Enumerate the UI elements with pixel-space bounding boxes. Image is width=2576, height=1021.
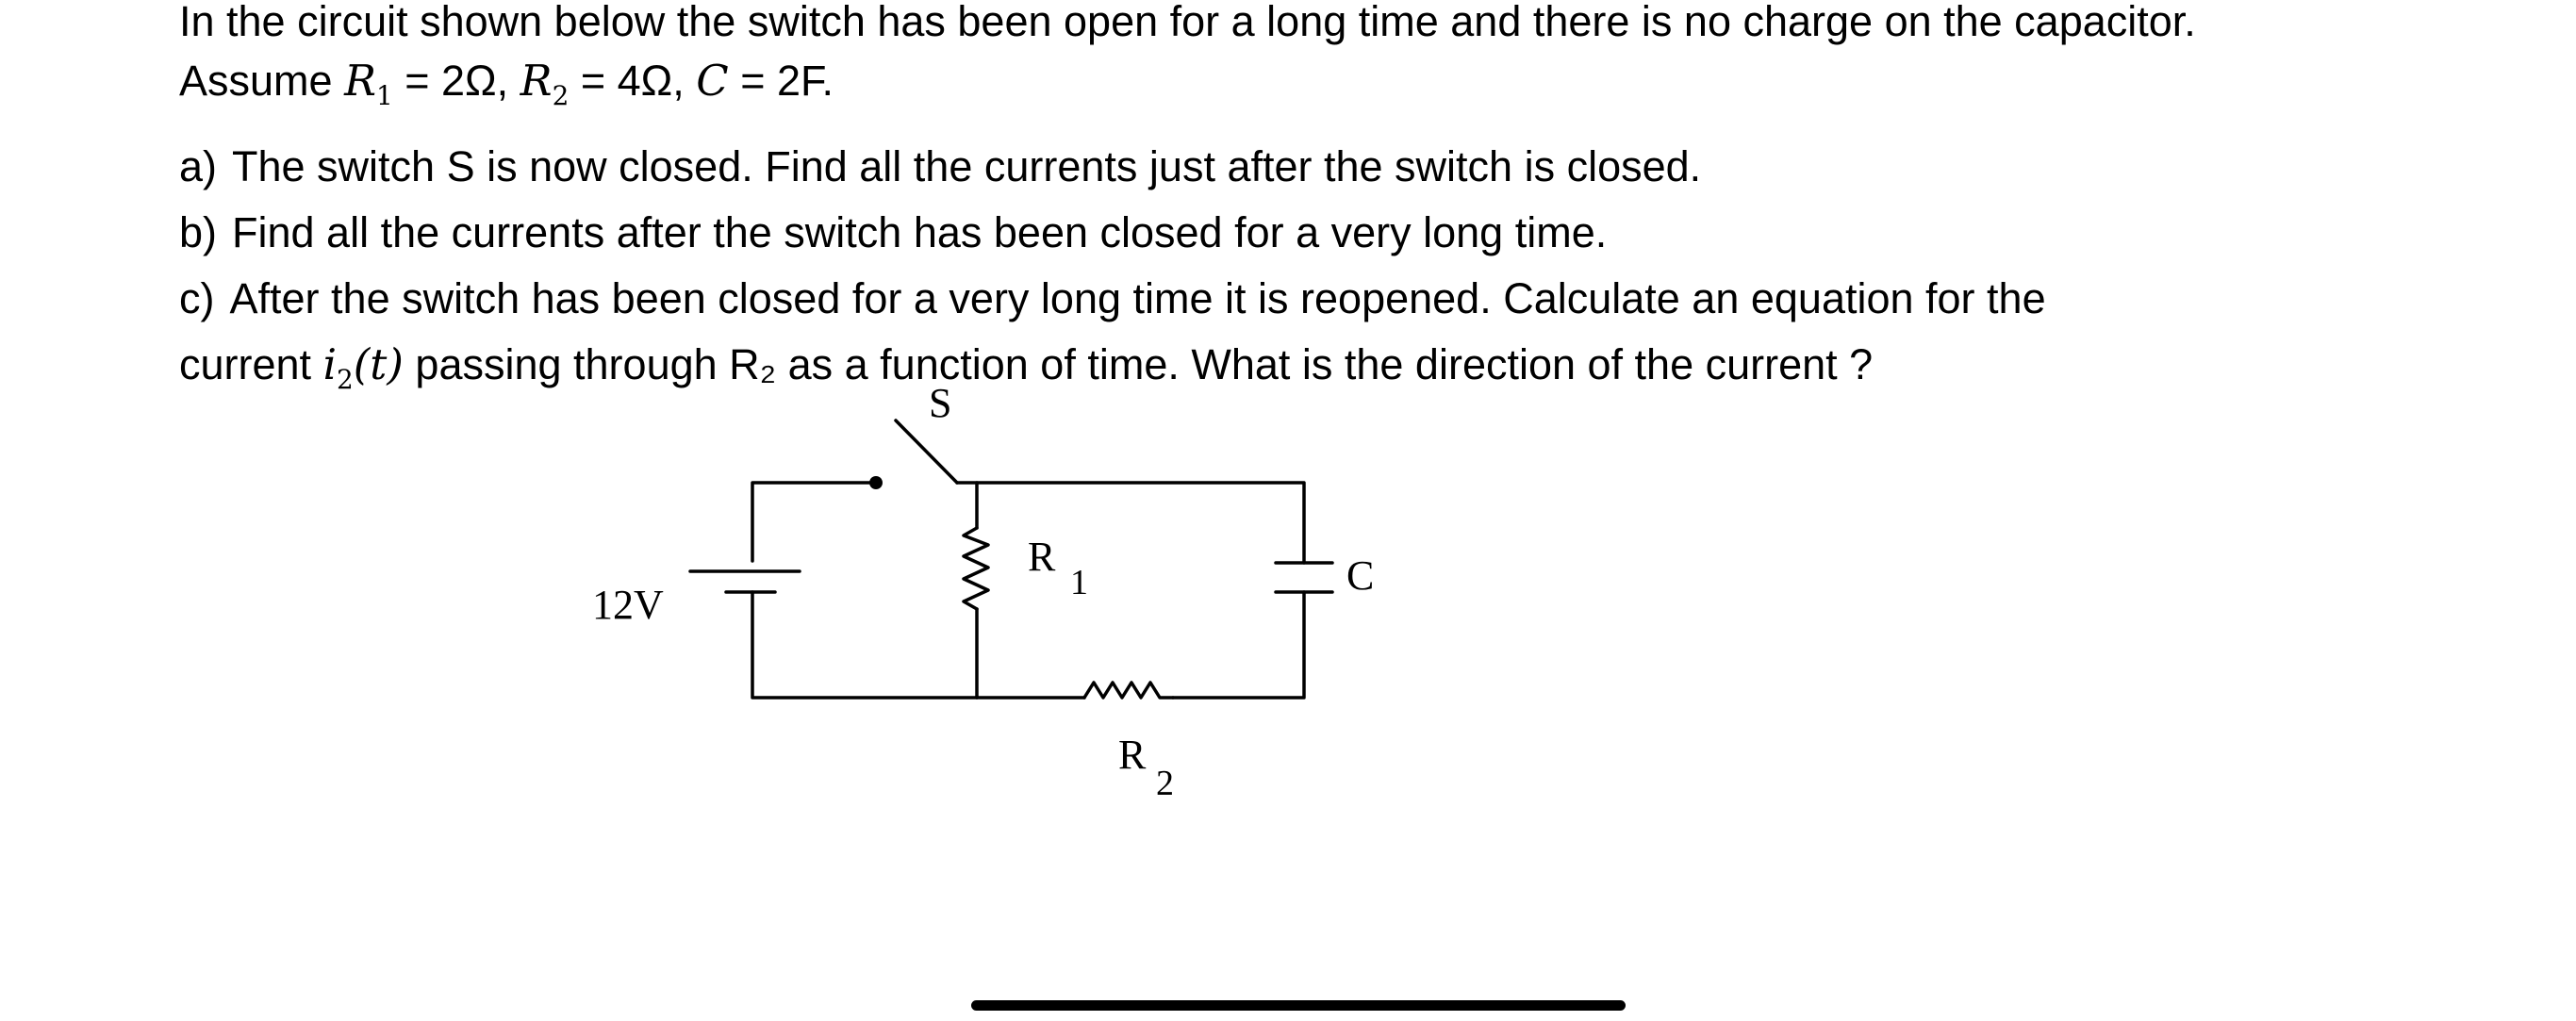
part-b: b) Find all the currents after the switch… [179,200,2423,266]
wire-bottom-right [1171,590,1306,700]
wire-battery-bottom [751,590,979,700]
i2-symbol: i2(t) [322,339,404,395]
part-b-text: Find all the currents after the switch h… [232,208,1608,256]
part-c-continued: current i2(t) passing through R₂ as a fu… [179,332,2423,413]
r2-value: = 4Ω, [569,57,697,105]
c-value: = 2F. [728,57,834,105]
switch-blade [894,419,959,485]
assumptions: Assume R1 = 2Ω, R2 = 4Ω, C = 2F. [179,43,2423,134]
r1-symbol: R1 [344,56,393,111]
r2-label: R [1118,732,1147,778]
c-symbol: C [696,56,729,106]
r1-label: R [1028,534,1056,580]
wire-top [955,481,1306,565]
switch-label: S [929,380,951,426]
capacitor-label: C [1346,552,1374,599]
resistor-r2 [1082,681,1175,700]
part-c-label: c) [179,274,215,322]
switch-contact [869,476,883,489]
battery-label: 12V [592,582,664,628]
part-a-label: a) [179,142,218,190]
circuit-diagram: S 12V R 1 R 2 C [592,380,1374,803]
assume-prefix: Assume [179,57,345,105]
r2-subscript: 2 [1156,764,1174,803]
problem-statement: In the circuit shown below the switch ha… [179,0,2423,413]
wire-battery-top [751,481,877,563]
r1-value: = 2Ω, [392,57,520,105]
part-c-line1: After the switch has been closed for a v… [229,274,2046,322]
resistor-r1 [962,526,990,611]
part-c-line2-prefix: current [179,340,323,388]
problem-intro: In the circuit shown below the switch ha… [179,0,2196,45]
r2-symbol: R2 [520,56,570,111]
home-indicator[interactable] [971,1000,1626,1011]
part-a-text: The switch S is now closed. Find all the… [232,142,1702,190]
part-c-line2-suffix: passing through R₂ as a function of time… [403,340,1874,388]
part-c: c) After the switch has been closed for a… [179,266,2423,332]
part-b-label: b) [179,208,218,256]
r1-subscript: 1 [1070,563,1088,602]
part-a: a) The switch S is now closed. Find all t… [179,134,2423,200]
